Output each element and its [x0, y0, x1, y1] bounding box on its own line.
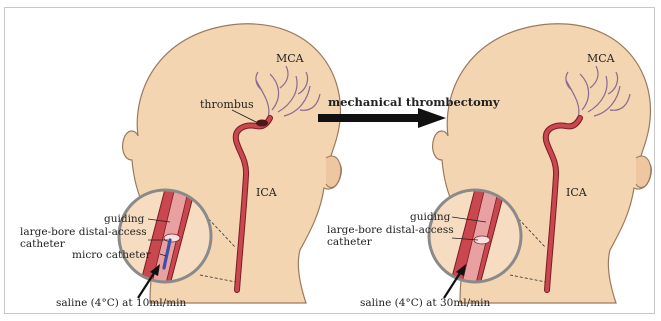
left-ica-label: ICA — [256, 186, 278, 199]
right-saline-label: saline (4°C) at 30ml/min — [360, 297, 491, 309]
center-arrow-label: mechanical thrombectomy — [328, 95, 500, 109]
right-guiding-label: guiding — [410, 211, 451, 223]
left-large-bore-label-2: catheter — [20, 238, 66, 250]
right-large-bore-label-2: catheter — [327, 236, 373, 248]
right-large-bore-label-1: large-bore distal-access — [327, 224, 454, 236]
left-panel — [112, 24, 341, 303]
right-panel — [422, 24, 651, 303]
left-mca-label: MCA — [276, 52, 305, 65]
left-micro-catheter-label: micro catheter — [72, 249, 152, 261]
left-large-bore-label-1: large-bore distal-access — [20, 226, 147, 238]
right-ica-label: ICA — [566, 186, 588, 199]
left-thrombus — [256, 120, 268, 127]
left-thrombus-label: thrombus — [200, 98, 254, 111]
right-mca-label: MCA — [587, 52, 616, 65]
left-guiding-label: guiding — [104, 213, 145, 225]
left-saline-label: saline (4°C) at 10ml/min — [56, 297, 187, 309]
